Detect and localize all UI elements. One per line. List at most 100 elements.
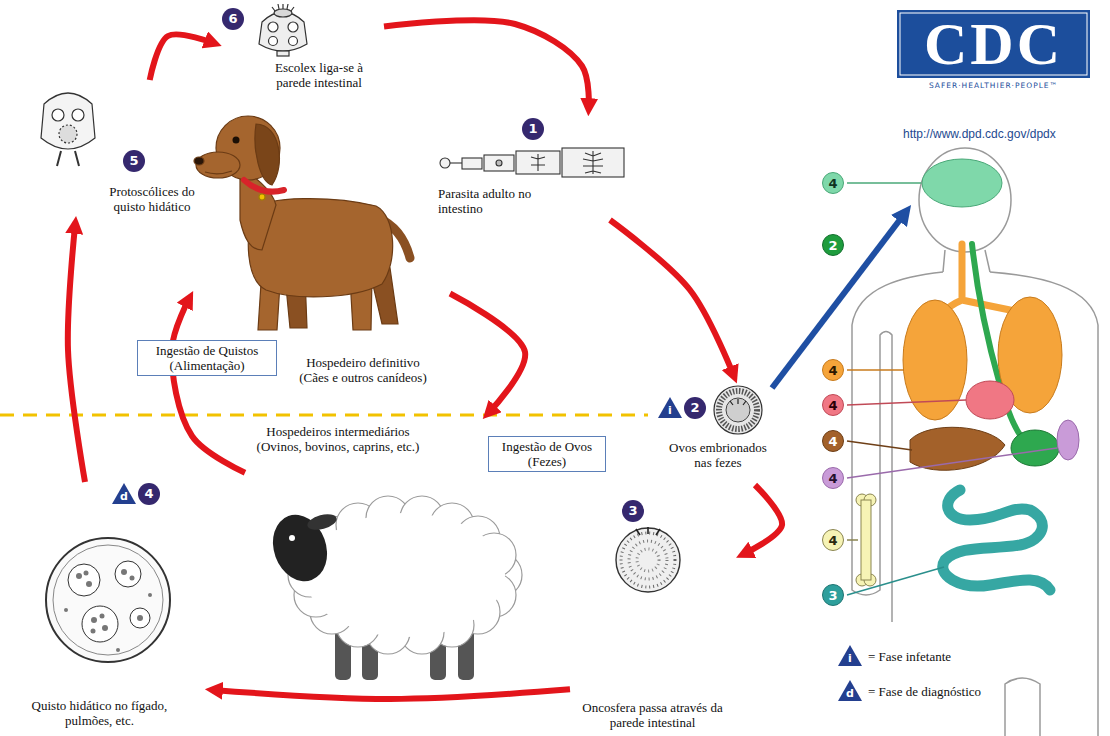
host-box: Hospedeiros intermediários (Ovinos, bovi… [245,420,520,684]
host-divider [0,414,648,417]
organ-drawings [861,500,871,580]
leader-lines [847,567,944,595]
adult-worm-drawing [531,154,545,171]
sheep-drawing [305,513,505,637]
logo-tagline: SAFER·HEALTHIER·PEOPLE™ [897,81,1090,91]
hydatid-cyst-drawing [76,573,82,579]
dog-drawing [194,116,410,330]
callout-number: 2 [684,397,706,419]
adult-worm-drawing [440,148,624,177]
stage-caption: Protoscólices do quisto hidático [97,184,207,214]
callout-number: 4 [822,359,844,381]
hydatid-cyst-drawing [116,648,120,652]
callout-number: 3 [822,584,844,606]
stage-marker: i [658,397,682,418]
egg-drawing [726,398,750,422]
hydatid-cyst-drawing [46,538,170,662]
callout-number: 4 [822,467,844,489]
hydatid-cyst-drawing [121,569,127,575]
scolex-drawing [259,12,307,51]
hydatid-cyst-drawing [130,576,135,581]
adult-worm-drawing [496,160,502,166]
human-figure [919,148,1011,252]
dog-drawing [194,157,204,165]
legend-marker: d [838,680,862,701]
organ-drawings [856,159,1079,590]
human-figure [943,250,990,272]
protoscolex-drawing [72,109,84,121]
hydatid-cyst-drawing [64,608,68,612]
protoscolex-drawing [52,109,64,121]
hydatid-cyst-drawing [102,625,108,631]
cycle-arrow [610,220,734,376]
hydatid-cyst-drawing [137,615,143,621]
egg-drawing [719,391,757,429]
cycle-arrow [213,689,570,699]
adult-worm-drawing [440,158,450,168]
infection-arrow [772,213,905,388]
edge-label: Ingestão de Quistos (Alimentação) [137,340,277,376]
stage-caption: Parasita adulto no intestino [438,186,563,216]
hydatid-cyst-drawing [130,608,150,628]
hydatid-cyst-drawing [86,581,92,587]
cdc-logo [897,10,1090,78]
dog-drawing [233,137,240,144]
callout-number: 4 [822,529,844,551]
scolex-drawing [289,37,298,46]
source-url: http://www.dpd.cdc.gov/dpdx [903,126,1056,142]
oncosphere-drawing [616,528,680,592]
callout-number: 5 [123,150,145,172]
cycle-arrow [172,298,245,473]
cycle-arrow [450,294,525,414]
sheep-drawing [264,496,522,680]
adult-worm-drawing [484,155,514,171]
stage-caption: Oncosfera passa através da parede intest… [570,700,735,730]
leader-lines [847,182,921,184]
oncosphere-drawing [616,527,680,592]
cycle-arrow [68,224,85,482]
organ-drawings [910,427,1005,470]
hydatid-cyst-drawing [100,614,105,619]
adult-worm-drawing [462,158,482,169]
dog-drawing [255,124,279,185]
leader-lines [847,539,858,541]
hydatid-cyst-drawing [64,569,152,652]
adult-worm-drawing [516,151,560,174]
oncosphere-drawing [636,527,660,535]
host-divider [0,415,648,416]
host-caption: Hospedeiros intermediários (Ovinos, bovi… [250,424,426,454]
stage-caption: Ovos embrionados nas fezes [665,440,771,470]
scolex-drawing [259,4,307,56]
hydatid-cyst-drawing [53,545,163,655]
dog-drawing [259,194,265,200]
scolex-drawing [272,4,294,11]
callout-number: 6 [222,8,244,30]
edge-label: Ingestão de Ovos (Fezes) [488,436,606,472]
protoscolex-drawing [59,125,77,143]
life-stage: 5Protoscólices do quisto hidático [35,80,220,216]
dog-drawing [244,180,284,192]
egg-drawing [714,386,762,434]
stage-marker: d [112,483,136,504]
scolex-drawing [277,51,289,56]
organ-drawings [1057,420,1079,460]
cycle-arrow [384,20,589,108]
leader-lines [847,400,966,405]
life-stage: d4Quisto hidático no fígado, pulmões, et… [5,482,205,732]
human-figure [990,272,1098,736]
life-stage: 6Escolex liga-se à parede intestinal [222,4,384,94]
organ-drawings [922,159,1002,207]
organ-drawings [966,381,1014,419]
logo-text: CDC [897,10,1090,78]
protoscolex-drawing [57,151,79,166]
scolex-drawing [274,9,292,17]
cycle-arrow [150,34,214,80]
sheep-drawing [306,511,339,532]
scolex-drawing [268,22,278,32]
egg-drawing [714,386,762,434]
cycle-arrow [743,485,782,554]
dog-drawing [196,152,240,178]
life-stage: 3Oncosfera passa através da parede intes… [570,495,737,732]
stage-caption: Quisto hidático no fígado, pulmões, etc. [17,698,182,728]
